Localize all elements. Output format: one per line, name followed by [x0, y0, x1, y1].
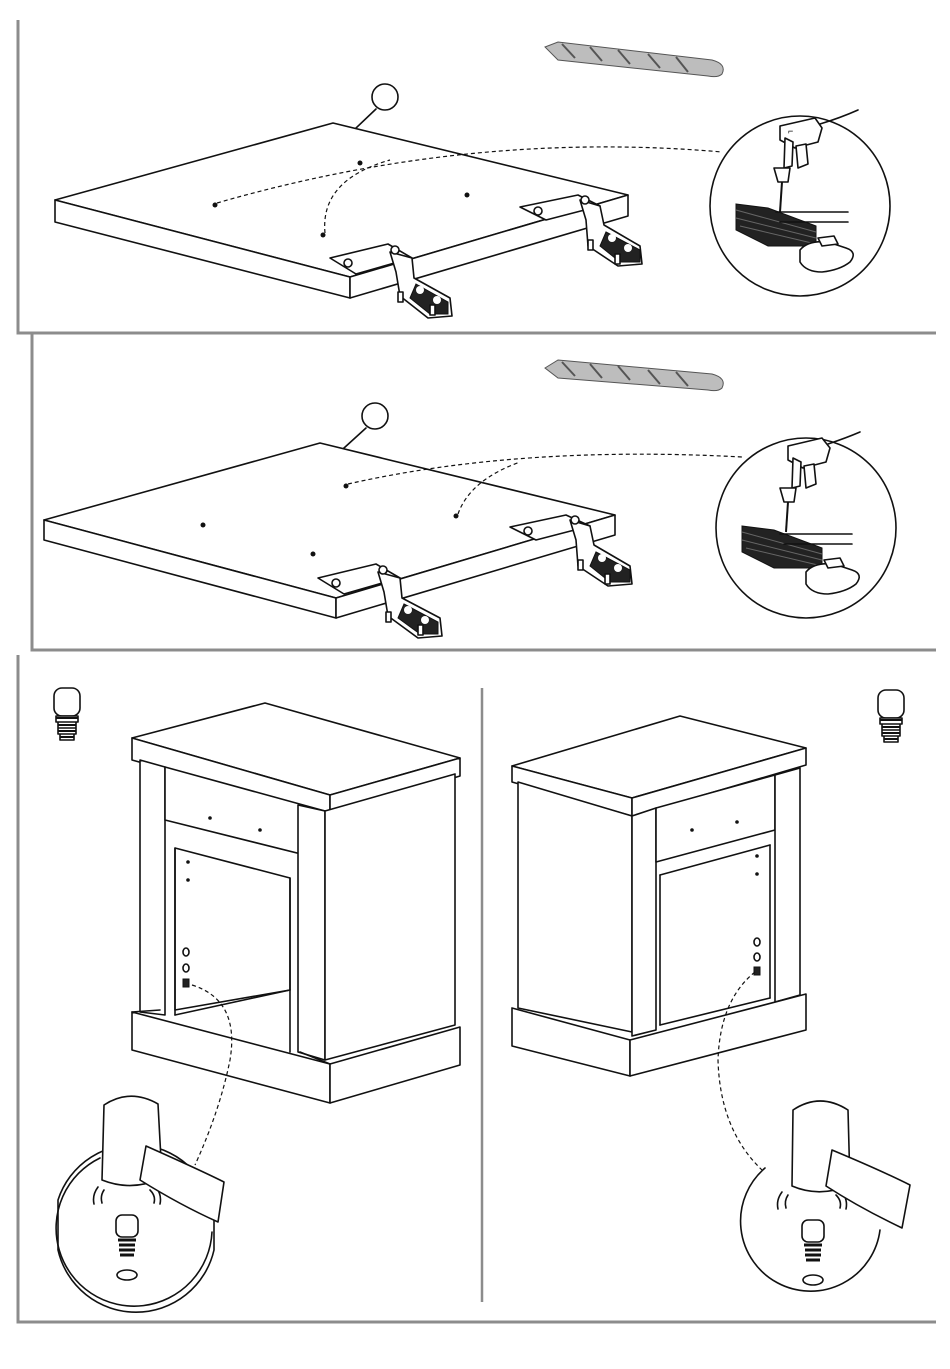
step-marker-circle	[362, 403, 388, 429]
pilot-hole	[344, 484, 349, 489]
drill-detail	[716, 432, 896, 618]
drill-bit-icon	[545, 42, 723, 77]
insert-bumpers-left	[54, 688, 460, 1312]
bumper-plug-icon	[116, 1215, 138, 1255]
drill-bit-icon	[545, 360, 723, 391]
svg-text:⌐: ⌐	[788, 126, 793, 136]
pilot-hole	[358, 161, 363, 166]
insert-bumpers-right	[512, 690, 910, 1291]
pilot-hole	[454, 514, 459, 519]
hammer-detail	[56, 1096, 224, 1312]
pilot-hole	[311, 552, 316, 557]
bumper-plug-icon	[802, 1220, 824, 1260]
hammer-icon	[792, 1101, 910, 1228]
cabinet	[132, 703, 460, 1103]
step-marker-circle	[372, 84, 398, 110]
bumper-plug-icon	[878, 690, 904, 742]
pilot-hole	[213, 203, 218, 208]
pilot-hole	[321, 233, 326, 238]
drill-top-panel-1: ⌐	[55, 42, 890, 318]
hammer-detail	[741, 1101, 910, 1291]
pilot-hole	[465, 193, 470, 198]
drill-top-panel-2	[44, 360, 896, 638]
drill-detail: ⌐	[710, 110, 890, 296]
bumper-plug-icon	[54, 688, 80, 740]
cabinet	[512, 716, 806, 1076]
pilot-hole	[201, 523, 206, 528]
